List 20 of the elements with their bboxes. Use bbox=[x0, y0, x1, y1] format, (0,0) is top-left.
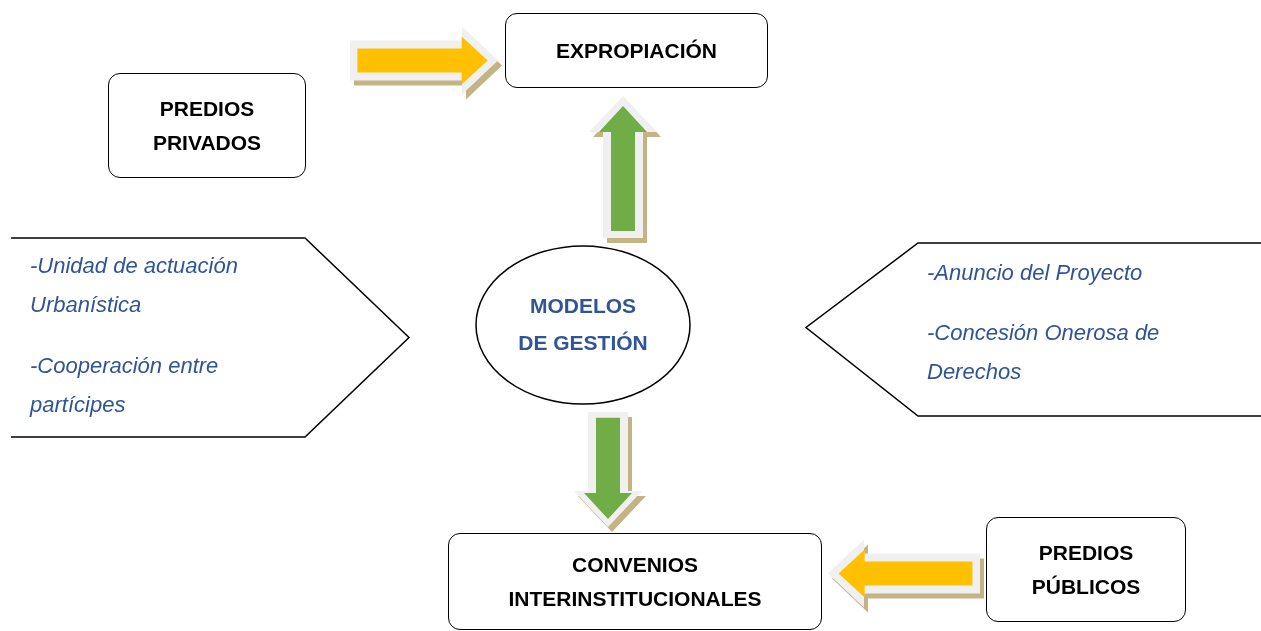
text-box bbox=[108, 73, 306, 178]
box-label: PREDIOS PÚBLICOS bbox=[1030, 539, 1142, 600]
box-label: EXPROPIACIÓN bbox=[555, 37, 718, 64]
pentagon-shape bbox=[805, 242, 1261, 417]
text-box bbox=[505, 13, 768, 88]
text-box bbox=[448, 533, 822, 630]
box-label: PREDIOS PRIVADOS bbox=[151, 95, 263, 156]
ellipse-label: MODELOS DE GESTIÓN bbox=[518, 293, 648, 356]
ellipse-shape bbox=[475, 245, 691, 405]
block-arrow bbox=[589, 96, 661, 243]
list-item: -Anuncio del Proyecto bbox=[927, 259, 1144, 287]
list-item: -Unidad de actuación Urbanística bbox=[30, 252, 239, 319]
list-item: -Concesión Onerosa de Derechos bbox=[927, 319, 1161, 386]
list-item: -Cooperación entre partícipes bbox=[30, 352, 220, 419]
block-arrow bbox=[574, 412, 646, 532]
text-box bbox=[986, 517, 1186, 622]
pentagon-shape bbox=[10, 237, 410, 438]
block-arrow bbox=[350, 26, 502, 100]
block-arrow bbox=[828, 539, 984, 613]
box-label: CONVENIOS INTERINSTITUCIONALES bbox=[507, 551, 763, 612]
